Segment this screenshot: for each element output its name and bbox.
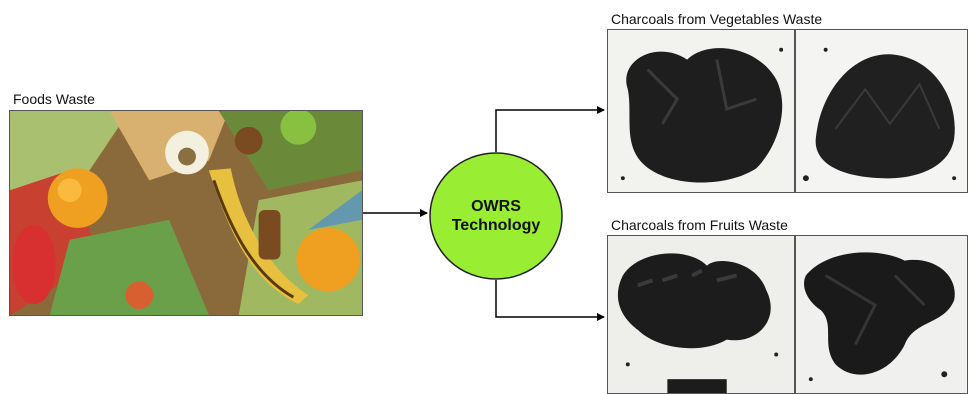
owrs-title-line2: Technology (452, 216, 541, 235)
fruit-charcoal-photo-left (607, 235, 795, 394)
fruit-charcoal-photo-right (795, 235, 968, 394)
arrow-to-vegetables-charcoal (496, 110, 604, 152)
vegetable-charcoal-photo-right (795, 29, 968, 193)
vegetable-charcoal-photo-left (607, 29, 795, 193)
owrs-title-line1: OWRS (452, 197, 541, 216)
owrs-technology-node: OWRS Technology (429, 152, 563, 280)
arrow-to-fruits-charcoal (496, 280, 604, 317)
owrs-label: OWRS Technology (452, 197, 541, 235)
